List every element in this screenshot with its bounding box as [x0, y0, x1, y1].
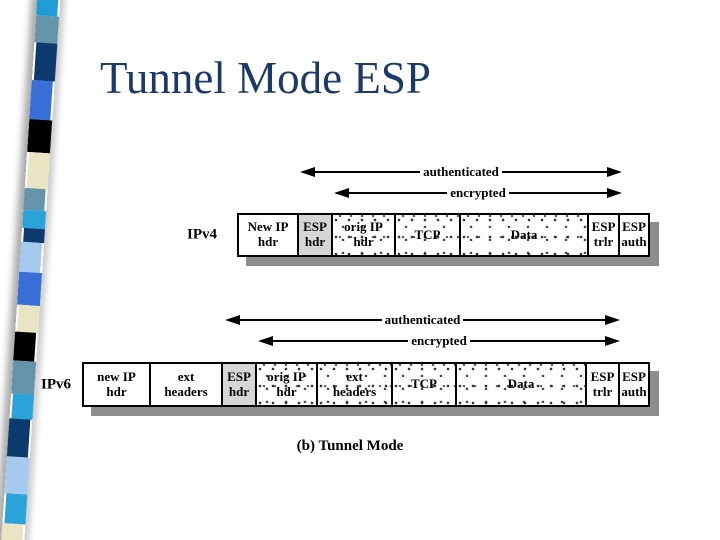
field-box-data: Data: [457, 362, 587, 407]
field-label: hdr: [106, 383, 127, 399]
coverage-arrow-encrypted-ipv6: encrypted: [258, 333, 621, 348]
field-box-tcp: TCP: [396, 213, 461, 257]
field-label: TCP: [411, 376, 437, 392]
field-label: ESP: [303, 219, 327, 235]
field-label: Data: [507, 376, 535, 392]
arrow-line: [501, 171, 607, 173]
strip-tile: [0, 522, 24, 540]
coverage-arrow-authenticated-ipv6: authenticated: [225, 312, 620, 327]
coverage-arrow-encrypted-ipv4: encrypted: [334, 185, 623, 200]
arrow-label-encrypted: encrypted: [411, 333, 467, 348]
field-label: orig IP: [344, 219, 383, 235]
arrow-label-authenticated: authenticated: [384, 312, 461, 327]
arrow-line: [273, 340, 409, 342]
field-label: ESP: [227, 368, 251, 384]
field-label: orig IP: [267, 368, 306, 384]
field-label: ESP: [622, 368, 646, 384]
field-label: ext: [346, 368, 363, 384]
arrowhead-right-icon: [607, 188, 623, 198]
strip-tile: [33, 42, 60, 82]
arrowhead-left-icon: [225, 315, 240, 325]
field-label: ESP: [591, 219, 616, 235]
strip-tile: [23, 227, 47, 244]
slide-title: Tunnel Mode ESP: [100, 53, 431, 103]
field-label: trlr: [592, 383, 613, 399]
coverage-arrow-authenticated-ipv4: authenticated: [300, 164, 622, 179]
arrow-line: [349, 192, 448, 194]
strip-tile: [34, 15, 60, 44]
strip-tile: [26, 152, 53, 190]
arrow-label-authenticated: authenticated: [423, 164, 499, 179]
arrowhead-right-icon: [605, 315, 620, 325]
strip-tile: [4, 456, 30, 495]
arrow-line: [469, 340, 606, 342]
field-label: headers: [332, 383, 377, 399]
diagram-caption: (b) Tunnel Mode: [296, 438, 404, 454]
mosaic-strip: [0, 0, 61, 540]
field-label: auth: [621, 234, 647, 249]
strip-tile: [4, 493, 30, 525]
strip-tile: [27, 118, 53, 154]
field-label: ext: [177, 368, 195, 384]
field-label: ESP: [590, 368, 615, 384]
field-label: ESP: [622, 219, 646, 235]
field-label: hdr: [228, 383, 250, 399]
arrow-line: [508, 192, 608, 194]
strip-tile: [16, 271, 43, 307]
arrowhead-left-icon: [258, 336, 273, 346]
strip-tile: [22, 209, 47, 230]
arrow-label-encrypted: encrypted: [450, 185, 506, 200]
field-label: TCP: [414, 226, 441, 242]
field-label: hdr: [304, 234, 326, 249]
strip-tile: [11, 393, 36, 420]
field-box-tcp: TCP: [393, 362, 457, 407]
strip-tile: [27, 79, 53, 121]
field-box-data: Data: [461, 213, 589, 257]
strip-tile: [11, 360, 37, 395]
field-label: Data: [510, 226, 538, 242]
arrowhead-left-icon: [334, 188, 349, 198]
row-label-ipv4: IPv4: [187, 226, 217, 243]
field-label: hdr: [353, 234, 374, 249]
field-label: New IP: [247, 219, 289, 235]
strip-tile: [11, 331, 37, 362]
row-label-ipv6: IPv6: [41, 376, 71, 392]
field-label: auth: [621, 383, 647, 399]
strip-tile: [4, 418, 31, 458]
arrowhead-right-icon: [607, 167, 622, 177]
strip-tile: [17, 304, 42, 334]
field-label: hdr: [257, 234, 279, 249]
field-label: headers: [164, 383, 208, 399]
field-label: trlr: [593, 234, 614, 249]
field-label: new IP: [97, 368, 136, 384]
arrow-line: [315, 171, 421, 173]
arrowhead-left-icon: [300, 167, 315, 177]
strip-tile: [34, 0, 59, 17]
field-label: hdr: [276, 383, 297, 399]
strip-tile: [17, 241, 43, 274]
arrowhead-right-icon: [605, 336, 621, 346]
arrow-line: [463, 319, 605, 321]
arrow-line: [240, 319, 382, 321]
strip-tile: [21, 187, 46, 212]
